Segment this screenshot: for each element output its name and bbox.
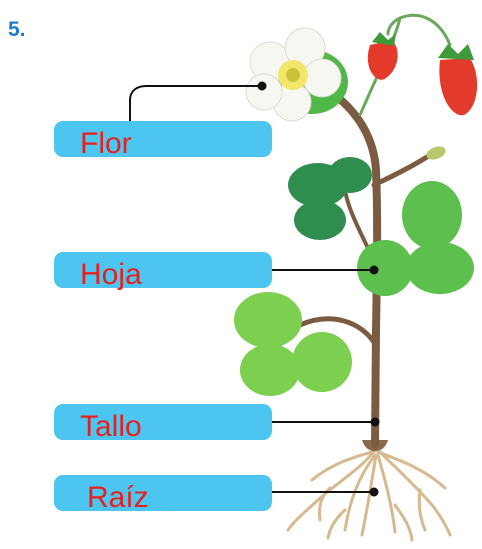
strawberry-left — [368, 32, 398, 80]
flower-bud — [425, 144, 448, 162]
label-hoja: Hoja — [80, 260, 142, 290]
flower — [246, 28, 348, 121]
connector-flor — [130, 86, 262, 125]
connector-dots — [258, 82, 380, 497]
strawberry-right — [438, 44, 477, 115]
label-raiz: Raíz — [87, 483, 149, 513]
label-tallo: Tallo — [80, 412, 142, 442]
label-flor: Flor — [80, 129, 132, 159]
leaf-lower-left — [234, 292, 352, 396]
roots — [288, 450, 450, 540]
